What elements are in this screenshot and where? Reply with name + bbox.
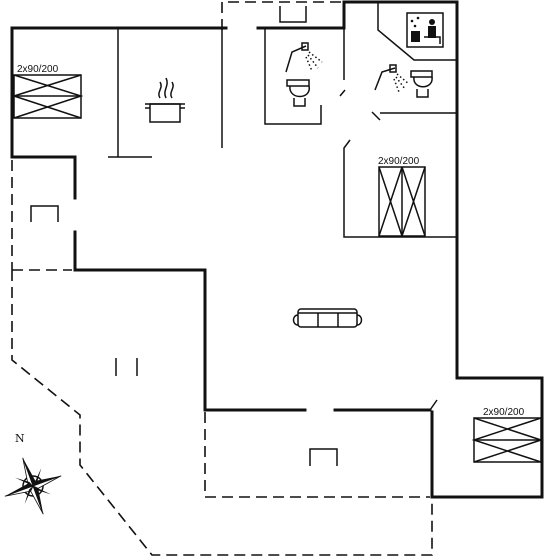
bathroom-1-fixtures [285, 42, 323, 107]
bed-icon [471, 417, 542, 463]
cooking-pot-icon [145, 77, 185, 123]
bed-1: 2x90/200 [13, 64, 84, 119]
interior-walls [108, 2, 457, 411]
bed-1-label: 2x90/200 [17, 64, 59, 75]
sauna-icon [406, 12, 444, 48]
bed-icon [378, 166, 426, 237]
sofa-icon [292, 308, 363, 328]
toilet-icon [410, 70, 433, 98]
bed-3: 2x90/200 [471, 407, 542, 463]
bed-2: 2x90/200 [378, 156, 426, 237]
shower-icon [285, 42, 323, 73]
bathroom-2-fixtures [374, 64, 433, 98]
terrace-furniture [115, 358, 138, 376]
bed-3-label: 2x90/200 [483, 407, 525, 418]
toilet-icon [286, 79, 310, 107]
chair-bottom [309, 448, 338, 466]
shower-icon [374, 64, 410, 93]
bed-icon [13, 74, 84, 119]
terrace-outlines [11, 1, 433, 556]
compass-rose-icon: N [4, 432, 62, 515]
compass-north-label: N [15, 432, 25, 445]
bed-2-label: 2x90/200 [378, 156, 420, 167]
chair-left [30, 205, 59, 222]
exterior-walls [10, 0, 544, 499]
